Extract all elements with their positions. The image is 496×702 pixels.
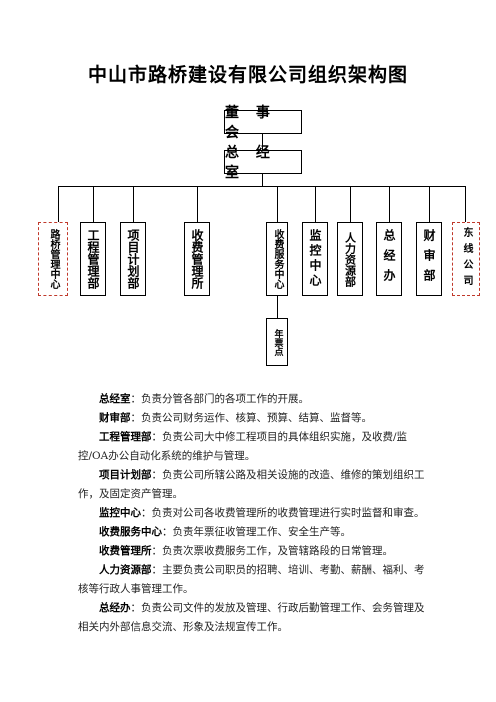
drop-line [277,186,278,222]
annual-ticket-point-box: 年票点 [266,318,288,366]
connector-service-subunit [277,296,278,318]
drop-line [350,186,351,222]
drop-line [315,186,316,222]
desc-item: 项目计划部：负责公司所辖公路及相关设施的改造、维修的策划组织工作，及固定资产管理… [78,469,425,500]
drop-line [197,186,198,222]
drop-line [58,186,59,222]
dept-box-toll-management: 收费管理所 [184,222,210,296]
dept-label: 总经办 [382,229,396,289]
desc-item: 人力资源部：主要负责公司职员的招聘、培训、考勤、薪酬、福利、考核等行政人事管理工… [78,564,425,595]
desc-item: 总经办：负责公司文件的发放及管理、行政后勤管理工作、会务管理及相关内外部信息交流… [78,602,425,633]
dept-box-road-bridge-center: 路桥管理中心 [38,222,68,296]
connector-office-bus [262,174,263,186]
drop-line [429,186,430,222]
desc-item: 总经室：负责分管各部门的各项工作的开展。 [99,393,309,405]
dept-label: 项目计划部 [126,229,140,289]
drop-line [133,186,134,222]
desc-item: 财审部：负责公司财务运作、核算、预算、结算、监督等。 [99,412,372,424]
board-label: 董 事 会 [225,105,276,141]
dept-label: 收费服务中心 [272,229,283,289]
sub-unit-label: 年票点 [272,328,283,356]
dept-box-monitoring: 监控中心 [302,222,328,296]
drop-line [93,186,94,222]
connector-board-office [262,134,263,150]
dept-label: 东线公司 [461,227,472,291]
page-title: 中山市路桥建设有限公司组织架构图 [87,64,408,86]
dept-box-east-line-company: 东线公司 [452,222,480,296]
dept-label: 人力资源部 [343,231,357,287]
dept-box-general-office: 总经办 [376,222,402,296]
dept-label: 财审部 [422,229,436,289]
desc-item: 监控中心：负责对公司各收费管理所的收费管理进行实时监督和审查。 [99,507,425,519]
dept-box-toll-service-center: 收费服务中心 [266,222,288,296]
horizontal-bus [58,186,465,187]
drop-line [465,186,466,222]
board-box: 董 事 会 [224,105,302,141]
dept-box-project-planning: 项目计划部 [120,222,146,296]
dept-box-finance-audit: 财审部 [416,222,442,296]
dept-label: 工程管理部 [86,229,100,289]
desc-item: 工程管理部：负责公司大中修工程项目的具体组织实施，及收费/监控/OA办公自动化系… [78,431,408,462]
desc-item: 收费服务中心：负责年票征收管理工作、安全生产等。 [99,526,351,538]
department-descriptions: 总经室：负责分管各部门的各项工作的开展。 财审部：负责公司财务运作、核算、预算、… [78,390,428,637]
dept-box-human-resources: 人力资源部 [337,222,363,296]
general-office-box: 总 经 室 [224,145,302,181]
general-office-label: 总 经 室 [225,145,276,181]
dept-label: 收费管理所 [190,229,204,289]
dept-label: 监控中心 [308,229,322,289]
drop-line [389,186,390,222]
dept-box-engineering: 工程管理部 [80,222,106,296]
dept-label: 路桥管理中心 [48,229,59,289]
desc-item: 收费管理所：负责次票收费服务工作，及管辖路段的日常管理。 [99,545,393,557]
